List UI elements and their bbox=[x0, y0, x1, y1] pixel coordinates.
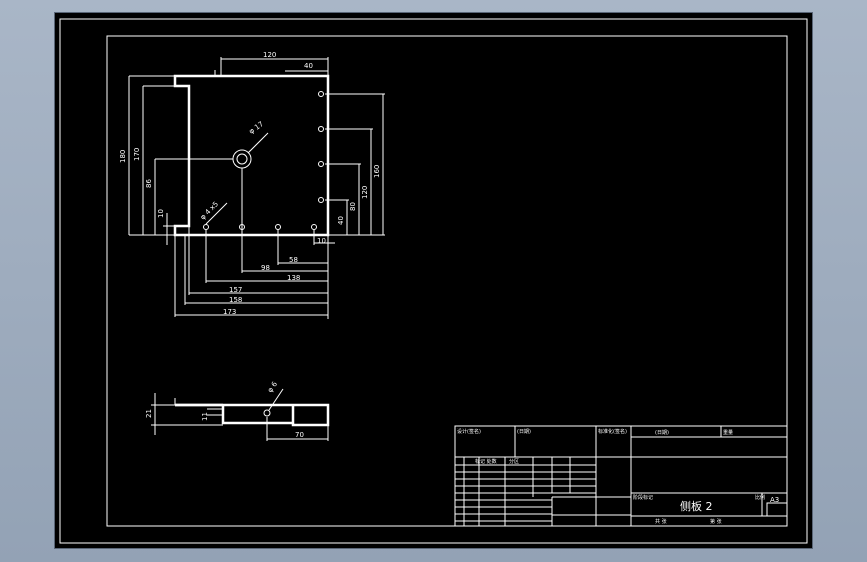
tb-cell-k: 第 张 bbox=[710, 518, 722, 525]
dim-side-len: 70 bbox=[295, 431, 304, 439]
front-view-outline bbox=[173, 74, 330, 237]
tb-cell-d: (日期) bbox=[655, 430, 669, 436]
dim-b138: 138 bbox=[287, 274, 300, 282]
title-block[interactable]: 设计(签名) (日期) 标准化(签名) (日期) 标记 处数 分区 阶段标记 重… bbox=[454, 425, 788, 527]
dim-side-hole: φ 6 bbox=[266, 380, 279, 394]
dim-side-thick: 11 bbox=[201, 412, 209, 421]
tb-cell-f: 分区 bbox=[509, 458, 519, 465]
dim-notch-height: 10 bbox=[157, 209, 165, 218]
dim-right-120: 120 bbox=[361, 186, 369, 199]
part-name: 侧板 2 bbox=[680, 499, 713, 513]
tb-cell-g: 阶段标记 bbox=[633, 494, 653, 501]
dim-b173: 173 bbox=[223, 308, 236, 316]
dim-side-height: 21 bbox=[145, 409, 153, 418]
dim-b157: 157 bbox=[229, 286, 242, 294]
side-view-outline bbox=[175, 403, 330, 427]
tb-cell-i: 比例 bbox=[755, 494, 765, 501]
front-view: φ 17 φ 4 x5 120 40 180 170 bbox=[119, 51, 385, 319]
right-hole-column bbox=[318, 91, 324, 203]
dim-height-overall: 180 bbox=[119, 150, 127, 163]
dim-right-span: 160 bbox=[373, 165, 381, 178]
tb-cell-j: 共 张 bbox=[655, 518, 667, 525]
dim-hole-diameter: φ 17 bbox=[248, 120, 265, 136]
drawing-canvas: φ 17 φ 4 x5 120 40 180 170 bbox=[59, 18, 808, 544]
dim-height-left: 170 bbox=[133, 148, 141, 161]
dim-small-holes: φ 4 x5 bbox=[199, 200, 220, 221]
dim-top-offset: 40 bbox=[304, 62, 313, 70]
revision-grid bbox=[455, 457, 596, 526]
dim-b58: 58 bbox=[289, 256, 298, 264]
tb-cell-c: 标准化(签名) bbox=[598, 428, 627, 435]
sheet-size: A3 bbox=[770, 496, 779, 504]
inner-border bbox=[106, 35, 788, 527]
dim-right-40: 40 bbox=[337, 216, 345, 225]
cad-viewport[interactable]: φ 17 φ 4 x5 120 40 180 170 bbox=[55, 13, 812, 548]
tb-cell-b: (日期) bbox=[517, 429, 531, 435]
side-hole bbox=[263, 409, 271, 417]
dim-top-width: 120 bbox=[263, 51, 276, 59]
dim-b98: 98 bbox=[261, 264, 270, 272]
tb-cell-h: 重量 bbox=[723, 429, 733, 436]
dim-right-10: 10 bbox=[317, 237, 326, 245]
side-view: φ 6 21 11 70 bbox=[145, 380, 330, 441]
dim-hole-height: 86 bbox=[145, 179, 153, 188]
dim-right-80: 80 bbox=[349, 202, 357, 211]
tb-cell-a: 设计(签名) bbox=[457, 428, 481, 435]
tb-cell-e: 标记 处数 bbox=[475, 458, 497, 465]
outer-border bbox=[59, 18, 808, 544]
dim-b158: 158 bbox=[229, 296, 242, 304]
bottom-hole-row bbox=[203, 224, 317, 230]
